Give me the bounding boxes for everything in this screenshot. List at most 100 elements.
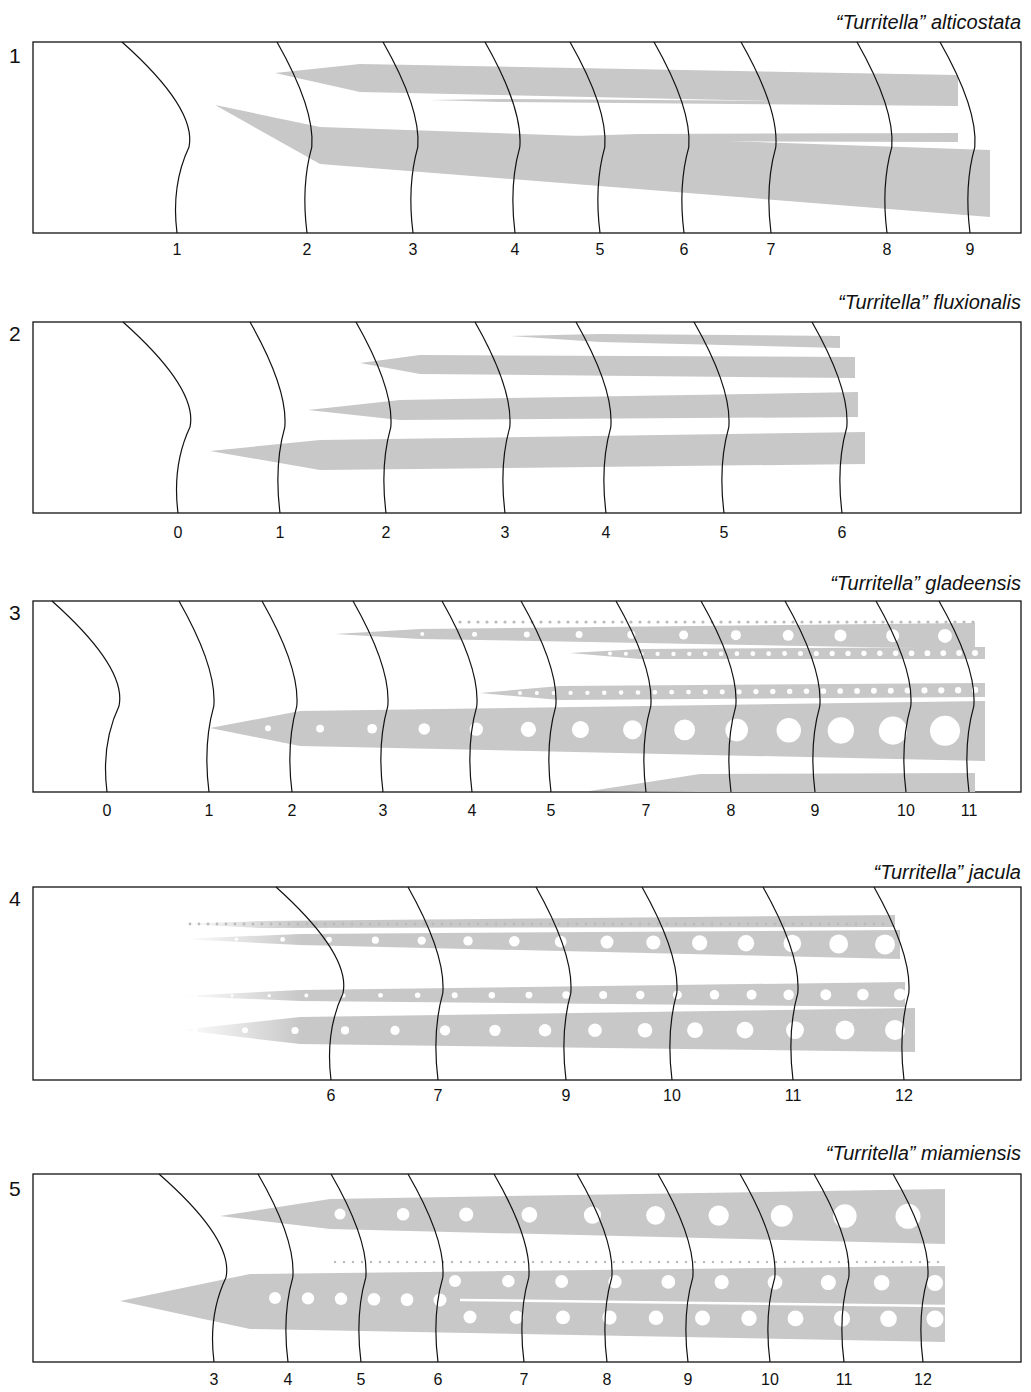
tubercle-dot <box>451 1261 453 1263</box>
tubercle-dot <box>741 1311 756 1326</box>
tubercle-dot <box>207 923 210 926</box>
panel-number: 3 <box>9 602 21 623</box>
tubercle-dot <box>629 620 632 623</box>
tubercle-dot <box>588 1023 602 1037</box>
tubercle-dot <box>655 652 659 656</box>
tubercle-dot <box>782 620 785 623</box>
whorl-suture <box>485 42 520 233</box>
tubercle-dot <box>449 1275 461 1287</box>
tubercle-dot <box>738 923 741 926</box>
tubercle-dot <box>636 991 644 999</box>
tubercle-dot <box>925 650 931 656</box>
whorl-number: 0 <box>103 803 112 819</box>
tubercle-dot <box>485 620 488 623</box>
tubercle-dot <box>572 721 589 738</box>
panel-frame <box>33 42 1021 233</box>
tubercle-dot <box>883 1261 885 1263</box>
tubercle-dot <box>415 1261 417 1263</box>
tubercle-dot <box>801 923 804 926</box>
whorl-suture <box>122 42 190 233</box>
tubercle-dot <box>631 1261 633 1263</box>
tubercle-dot <box>861 651 866 656</box>
tubercle-dot <box>243 923 246 926</box>
tubercle-dot <box>568 691 572 695</box>
tubercle-dot <box>647 620 650 623</box>
tubercle-dot <box>766 1261 768 1263</box>
tubercle-dot <box>784 935 802 953</box>
whorl-suture <box>814 1174 849 1362</box>
tubercle-dot <box>623 720 642 739</box>
tubercle-dot <box>702 923 705 926</box>
tubercle-dot <box>441 923 444 926</box>
tubercle-dot <box>584 620 587 623</box>
rib-band <box>430 99 958 106</box>
tubercle-dot <box>602 620 605 623</box>
tubercle-dot <box>669 690 674 695</box>
tubercle-dot <box>658 1261 660 1263</box>
tubercle-dot <box>753 689 758 694</box>
whorl-suture <box>576 322 611 513</box>
tubercle-dot <box>194 995 196 997</box>
tubercle-dot <box>837 688 843 694</box>
tubercle-dot <box>715 1275 729 1289</box>
tubercle-dot <box>361 1261 363 1263</box>
tubercle-dot <box>502 1275 514 1287</box>
panel-number: 2 <box>9 323 21 344</box>
tubercle-dot <box>737 1022 754 1039</box>
whorl-suture <box>741 42 776 233</box>
panel-frame <box>33 601 1021 792</box>
whorl-suture <box>536 887 571 1080</box>
tubercle-dot <box>937 1261 939 1263</box>
tubercle-dot <box>926 620 929 623</box>
tubercle-dot <box>693 923 696 926</box>
tubercle-dot <box>863 620 866 623</box>
rib-band <box>540 133 958 142</box>
tubercle-dot <box>521 722 536 737</box>
tubercle-dot <box>738 935 754 951</box>
tubercle-dot <box>971 620 974 623</box>
whorl-number: 1 <box>173 242 182 258</box>
tubercle-dot <box>845 651 850 656</box>
whorl-number: 10 <box>761 1372 779 1388</box>
tubercle-dot <box>783 989 793 999</box>
whorl-number: 5 <box>357 1372 366 1388</box>
tubercle-dot <box>747 990 757 1000</box>
whorl-suture <box>694 322 729 513</box>
whorl-number: 9 <box>562 1088 571 1104</box>
tubercle-dot <box>234 923 237 926</box>
tubercle-dot <box>837 923 840 926</box>
tubercle-dot <box>667 1261 669 1263</box>
tubercle-dot <box>315 923 318 926</box>
tubercle-dot <box>291 1027 298 1034</box>
tubercle-dot <box>622 1261 624 1263</box>
whorl-suture <box>262 601 297 792</box>
tubercle-dot <box>396 923 399 926</box>
tubercle-dot <box>539 620 542 623</box>
tubercle-dot <box>731 630 741 640</box>
tubercle-dot <box>423 923 426 926</box>
whorl-number: 6 <box>680 242 689 258</box>
tubercle-dot <box>504 923 507 926</box>
tubercle-dot <box>955 687 961 693</box>
tubercle-dot <box>875 934 895 954</box>
tubercle-dot <box>679 630 688 639</box>
whorl-number: 1 <box>276 525 285 541</box>
tubercle-dot <box>541 1261 543 1263</box>
tubercle-dot <box>640 1261 642 1263</box>
tubercle-dot <box>540 923 543 926</box>
tubercle-dot <box>820 1261 822 1263</box>
whorl-number: 12 <box>895 1088 913 1104</box>
tubercle-dot <box>193 1028 198 1033</box>
tubercle-dot <box>709 1205 729 1225</box>
whorl-suture <box>383 42 418 233</box>
rib-band <box>360 355 855 378</box>
whorl-suture <box>812 322 847 513</box>
tubercle-dot <box>268 994 271 997</box>
tubercle-dot <box>604 1261 606 1263</box>
tubercle-dot <box>804 689 810 695</box>
tubercle-dot <box>921 687 927 693</box>
tubercle-dot <box>472 632 477 637</box>
tubercle-dot <box>972 650 978 656</box>
whorl-suture <box>353 601 388 792</box>
tubercle-dot <box>764 620 767 623</box>
